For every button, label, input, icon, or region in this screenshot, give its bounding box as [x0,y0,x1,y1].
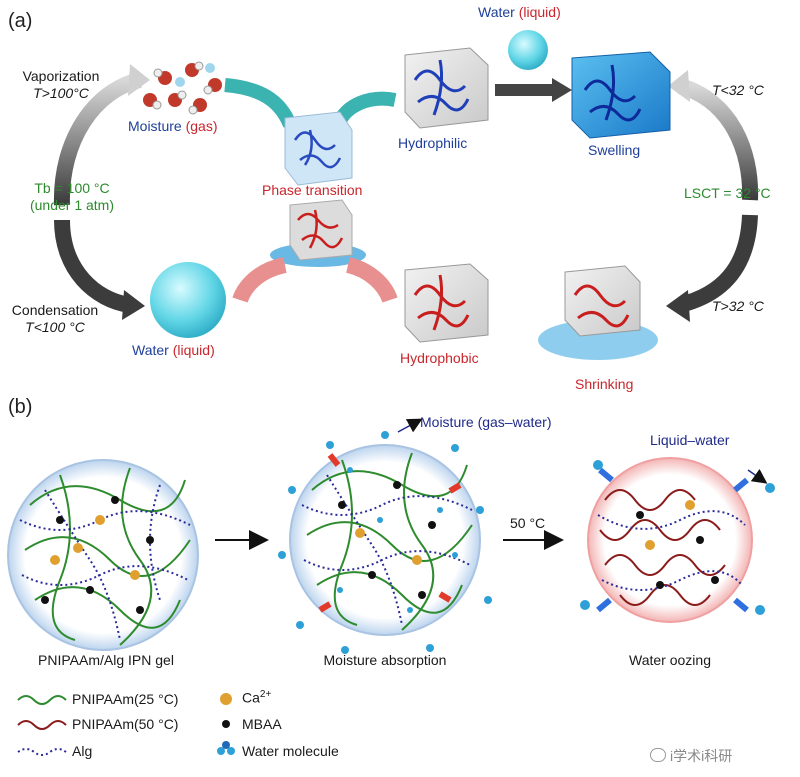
water-liquid-label: Water (liquid) [132,342,215,359]
tb-text: Tb = 100 °C [34,180,110,196]
vaporization-label: Vaporization T>100°C [6,68,116,102]
moisture-gas-molecules [143,61,222,115]
t-high-label: T>32 °C [712,298,764,314]
shrinking-label: Shrinking [575,376,634,392]
legend-mbaa: MBAA [242,716,282,732]
pointer-moisture [397,418,423,433]
water-ball-liquid [150,262,226,338]
temp-step-label: 50 °C [510,515,546,531]
pointer-liquid-water [747,468,768,484]
water-ball-top [508,30,548,70]
tb-note: (under 1 atm) [29,197,115,213]
phase-transition-label: Phase transition [262,182,363,198]
center-hydrophobic-cube [270,199,366,267]
watermark-text: i学术i科研 [670,748,733,764]
liquid-water-label: Liquid–water [650,432,730,448]
legend-glyphs [17,693,235,756]
lsct-label: LSCT = 32 °C [684,185,771,201]
pink-arrow-right [345,257,398,304]
legend-ca-sup: 2+ [259,689,272,700]
ooze-water-molecules [580,460,775,615]
panel-a-label: (a) [8,10,33,32]
water-state: (liquid) [172,342,215,358]
water-text: Water [132,342,169,358]
legend-mbaa-dot [222,720,230,728]
legend-pnipaam-50-line [17,720,67,730]
legend-pnipaam-25: PNIPAAm(25 °C) [72,691,179,707]
top-water-text: Water [478,4,515,20]
top-water-state: (liquid) [518,4,561,20]
legend-ca-dot [220,693,232,705]
hydrophilic-cube [404,47,489,129]
right-cycle-arrows [666,70,759,322]
teal-arrow-left [224,78,297,128]
caption-ipn-gel: PNIPAAm/Alg IPN gel [38,652,174,668]
legend-alg: Alg [72,743,93,759]
legend-pnipaam-25-line [17,695,67,705]
t-low-label: T<32 °C [712,82,764,98]
watermark: i学术i科研 [650,746,732,766]
caption-moisture-absorption: Moisture absorption [323,652,447,668]
boiling-point-label: Tb = 100 °C (under 1 atm) [12,180,132,214]
top-water-label: Water (liquid) [478,4,561,21]
legend-pnipaam-50: PNIPAAm(50 °C) [72,716,179,732]
pink-arrow-left [232,257,287,304]
condensation-label: Condensation T<100 °C [0,302,110,336]
moisture-gas-label: Moisture (gas) [128,118,217,135]
hydrophobic-label: Hydrophobic [400,350,479,366]
hydrophobic-cube [404,263,489,343]
caption-water-oozing: Water oozing [629,652,711,668]
swelling-cube [571,51,671,139]
moisture-text: Moisture [128,118,182,134]
legend-ca: Ca2+ [242,689,271,706]
wechat-icon [650,748,666,762]
legend-alg-line [17,748,67,756]
gel-circle-1 [7,459,199,651]
legend-water-molecule-glyph [217,741,235,755]
vaporization-temp: T>100°C [33,85,89,101]
gel-circle-2 [289,444,481,636]
shrinking-cube [538,265,658,360]
gel-circle-3 [587,457,753,623]
panel-b-label: (b) [8,396,33,418]
condensation-text: Condensation [11,302,99,318]
hydrophilic-label: Hydrophilic [398,135,468,151]
legend-ca-text: Ca [242,689,260,706]
left-cycle-arrows [53,64,150,320]
moisture-state: (gas) [185,118,218,134]
legend-water-molecule: Water molecule [242,743,339,759]
center-hydrophilic-cube [284,111,353,186]
water-molecules-scatter [278,431,492,654]
condensation-temp: T<100 °C [25,319,85,335]
vaporization-text: Vaporization [22,68,100,84]
moisture-gas-water-label: Moisture (gas–water) [420,414,552,430]
swelling-label: Swelling [588,142,641,158]
